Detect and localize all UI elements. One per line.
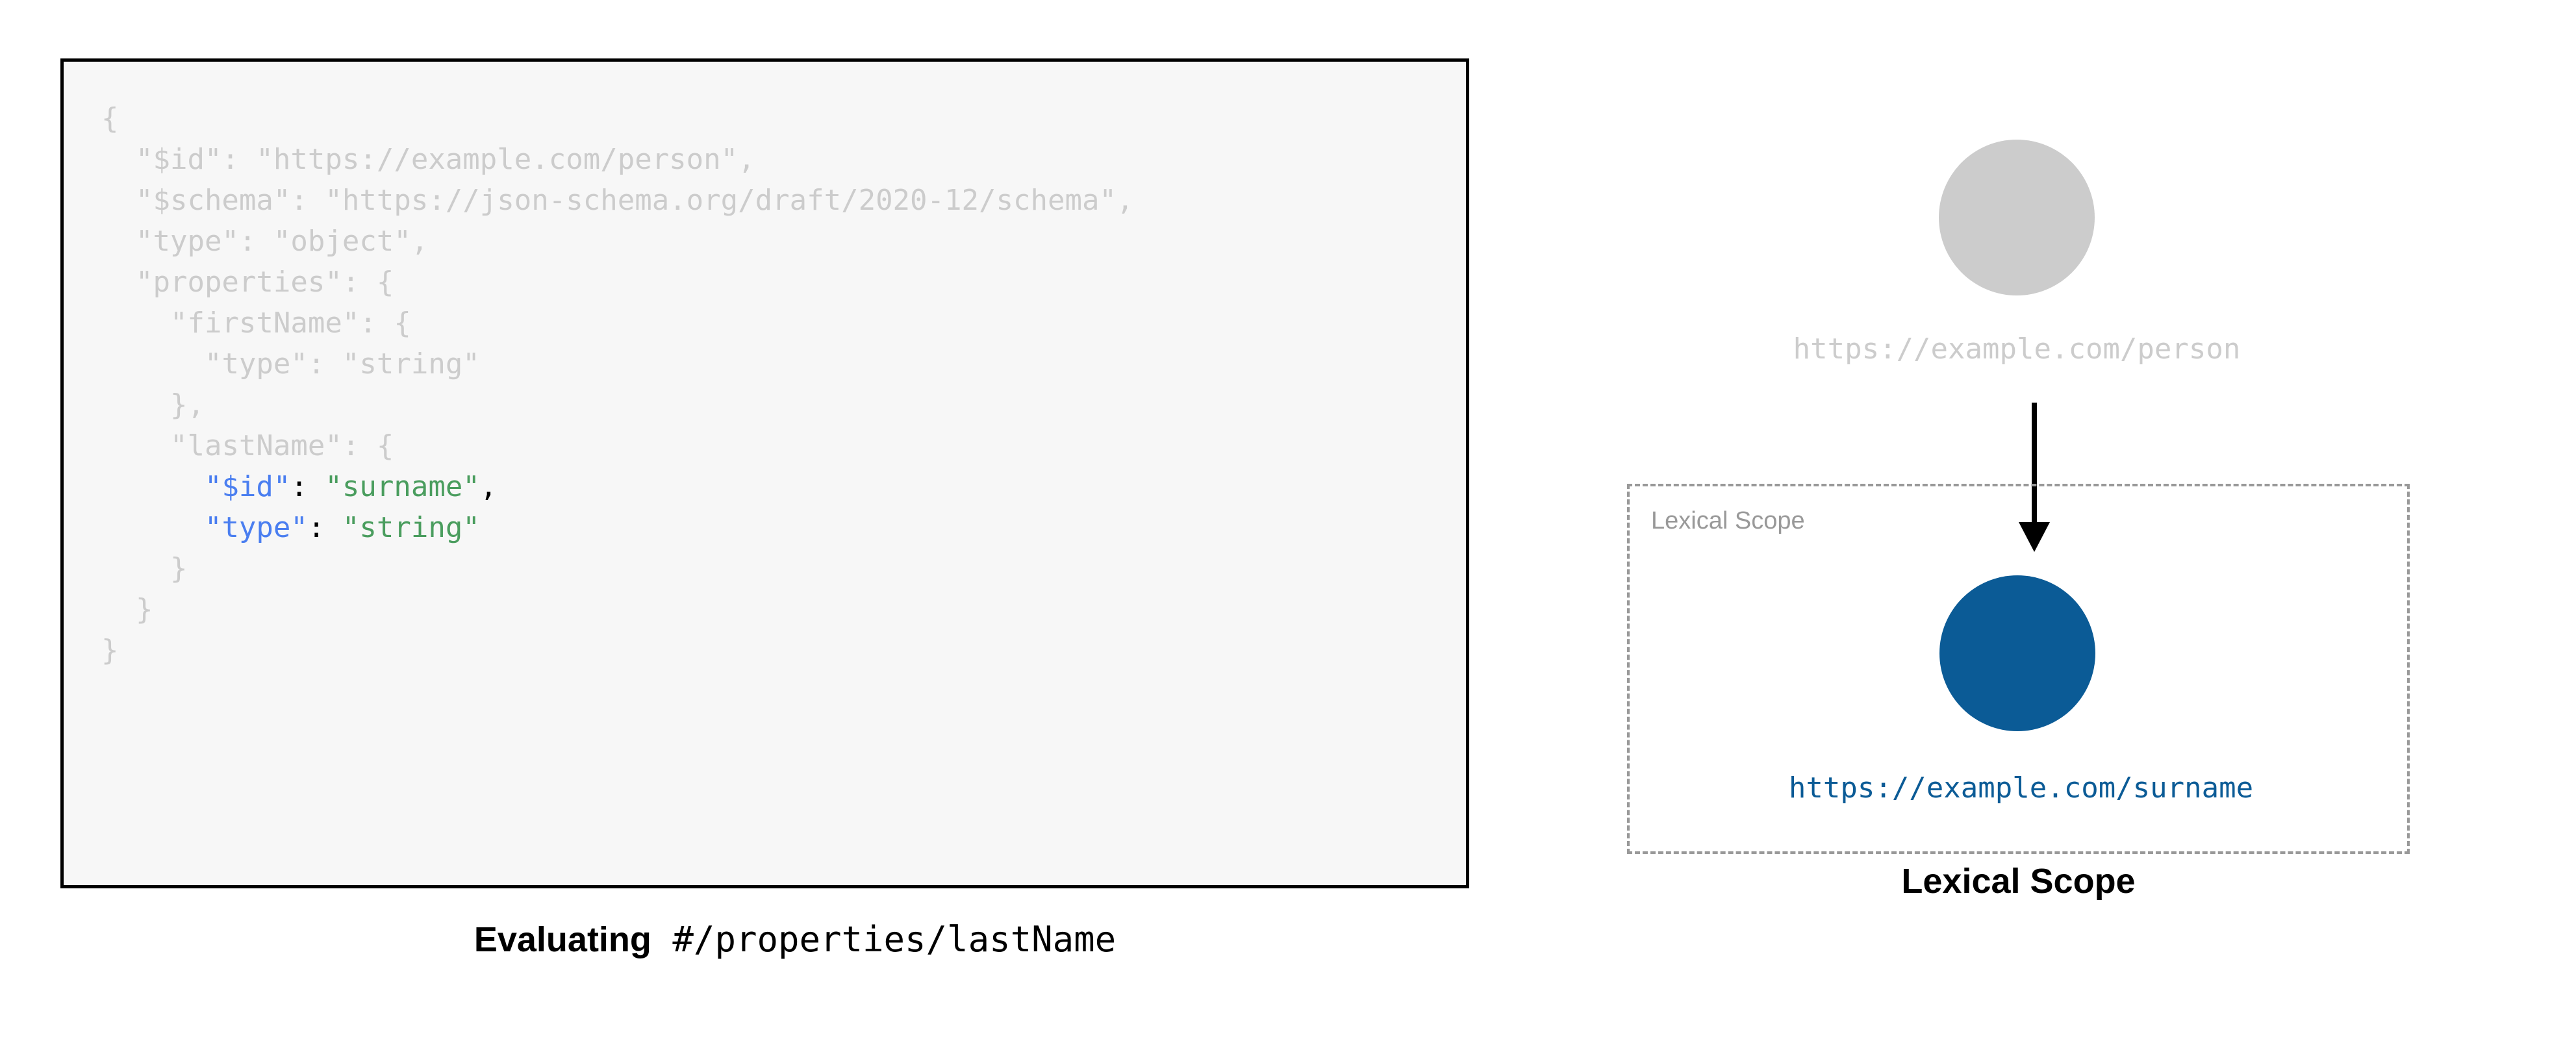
left-caption: Evaluating #/properties/lastName bbox=[60, 919, 1530, 960]
code-listing: { "$id": "https://example.com/person", "… bbox=[101, 98, 1133, 671]
code-token-muted: } bbox=[101, 634, 119, 667]
json-schema-code-block: { "$id": "https://example.com/person", "… bbox=[60, 58, 1469, 888]
code-token-muted: } bbox=[135, 593, 153, 626]
schema-code-panel: { "$id": "https://example.com/person", "… bbox=[60, 58, 1469, 957]
code-line: }, bbox=[101, 384, 1133, 425]
code-line: "firstName": { bbox=[101, 303, 1133, 344]
code-indent bbox=[101, 511, 205, 544]
code-token-muted: }, bbox=[170, 388, 205, 421]
left-caption-spacer bbox=[651, 919, 673, 960]
code-token-muted: "lastName": { bbox=[170, 429, 394, 462]
lexical-scope-diagram-panel: https://example.com/person Lexical Scope… bbox=[1578, 0, 2488, 1039]
code-token-muted: } bbox=[170, 552, 188, 585]
code-line: { bbox=[101, 98, 1133, 139]
code-token-key: "type" bbox=[204, 511, 308, 544]
code-indent bbox=[101, 143, 136, 176]
outer-node-label: https://example.com/person bbox=[1793, 332, 2241, 366]
code-token-muted: { bbox=[101, 102, 119, 135]
code-indent bbox=[101, 266, 136, 299]
code-token-key: "$id" bbox=[204, 470, 291, 503]
code-token-muted: "properties": { bbox=[135, 266, 394, 299]
code-indent bbox=[101, 388, 170, 421]
left-caption-pointer: #/properties/lastName bbox=[672, 919, 1117, 960]
code-indent bbox=[101, 552, 170, 585]
code-token-punct: : bbox=[290, 470, 325, 503]
code-line: "type": "object", bbox=[101, 221, 1133, 262]
code-indent bbox=[101, 184, 136, 217]
code-line: } bbox=[101, 630, 1133, 671]
code-token-muted: "type": "string" bbox=[204, 347, 480, 381]
code-indent bbox=[101, 593, 136, 626]
code-line: "properties": { bbox=[101, 262, 1133, 303]
code-line: "type": "string" bbox=[101, 344, 1133, 384]
code-line: } bbox=[101, 589, 1133, 630]
code-token-muted: "firstName": { bbox=[170, 307, 411, 340]
code-line: "$schema": "https://json-schema.org/draf… bbox=[101, 180, 1133, 221]
code-indent bbox=[101, 347, 205, 381]
code-line: "$id": "surname", bbox=[101, 466, 1133, 507]
outer-node-circle bbox=[1939, 140, 2095, 295]
code-token-string: "surname" bbox=[325, 470, 480, 503]
code-indent bbox=[101, 307, 170, 340]
code-token-muted: "$schema": "https://json-schema.org/draf… bbox=[135, 184, 1134, 217]
code-indent bbox=[101, 429, 170, 462]
inner-node-circle bbox=[1939, 575, 2095, 731]
code-token-punct: , bbox=[479, 470, 498, 503]
code-indent bbox=[101, 470, 205, 503]
code-token-muted: "type": "object", bbox=[135, 225, 429, 258]
code-line: "lastName": { bbox=[101, 425, 1133, 466]
lexical-scope-title: Lexical Scope bbox=[1651, 507, 1805, 534]
code-token-string: "string" bbox=[342, 511, 480, 544]
code-line: } bbox=[101, 548, 1133, 589]
inner-node-label: https://example.com/surname bbox=[1788, 771, 2254, 805]
left-caption-bold: Evaluating bbox=[474, 920, 651, 959]
lexical-scope-box: Lexical Scope https://example.com/surnam… bbox=[1627, 484, 2410, 854]
code-token-punct: : bbox=[307, 511, 342, 544]
right-caption: Lexical Scope bbox=[1901, 862, 2136, 901]
code-line: "type": "string" bbox=[101, 507, 1133, 548]
scope-arrow-icon bbox=[2019, 403, 2050, 552]
code-line: "$id": "https://example.com/person", bbox=[101, 139, 1133, 180]
code-token-muted: "$id": "https://example.com/person", bbox=[135, 143, 755, 176]
code-indent bbox=[101, 225, 136, 258]
